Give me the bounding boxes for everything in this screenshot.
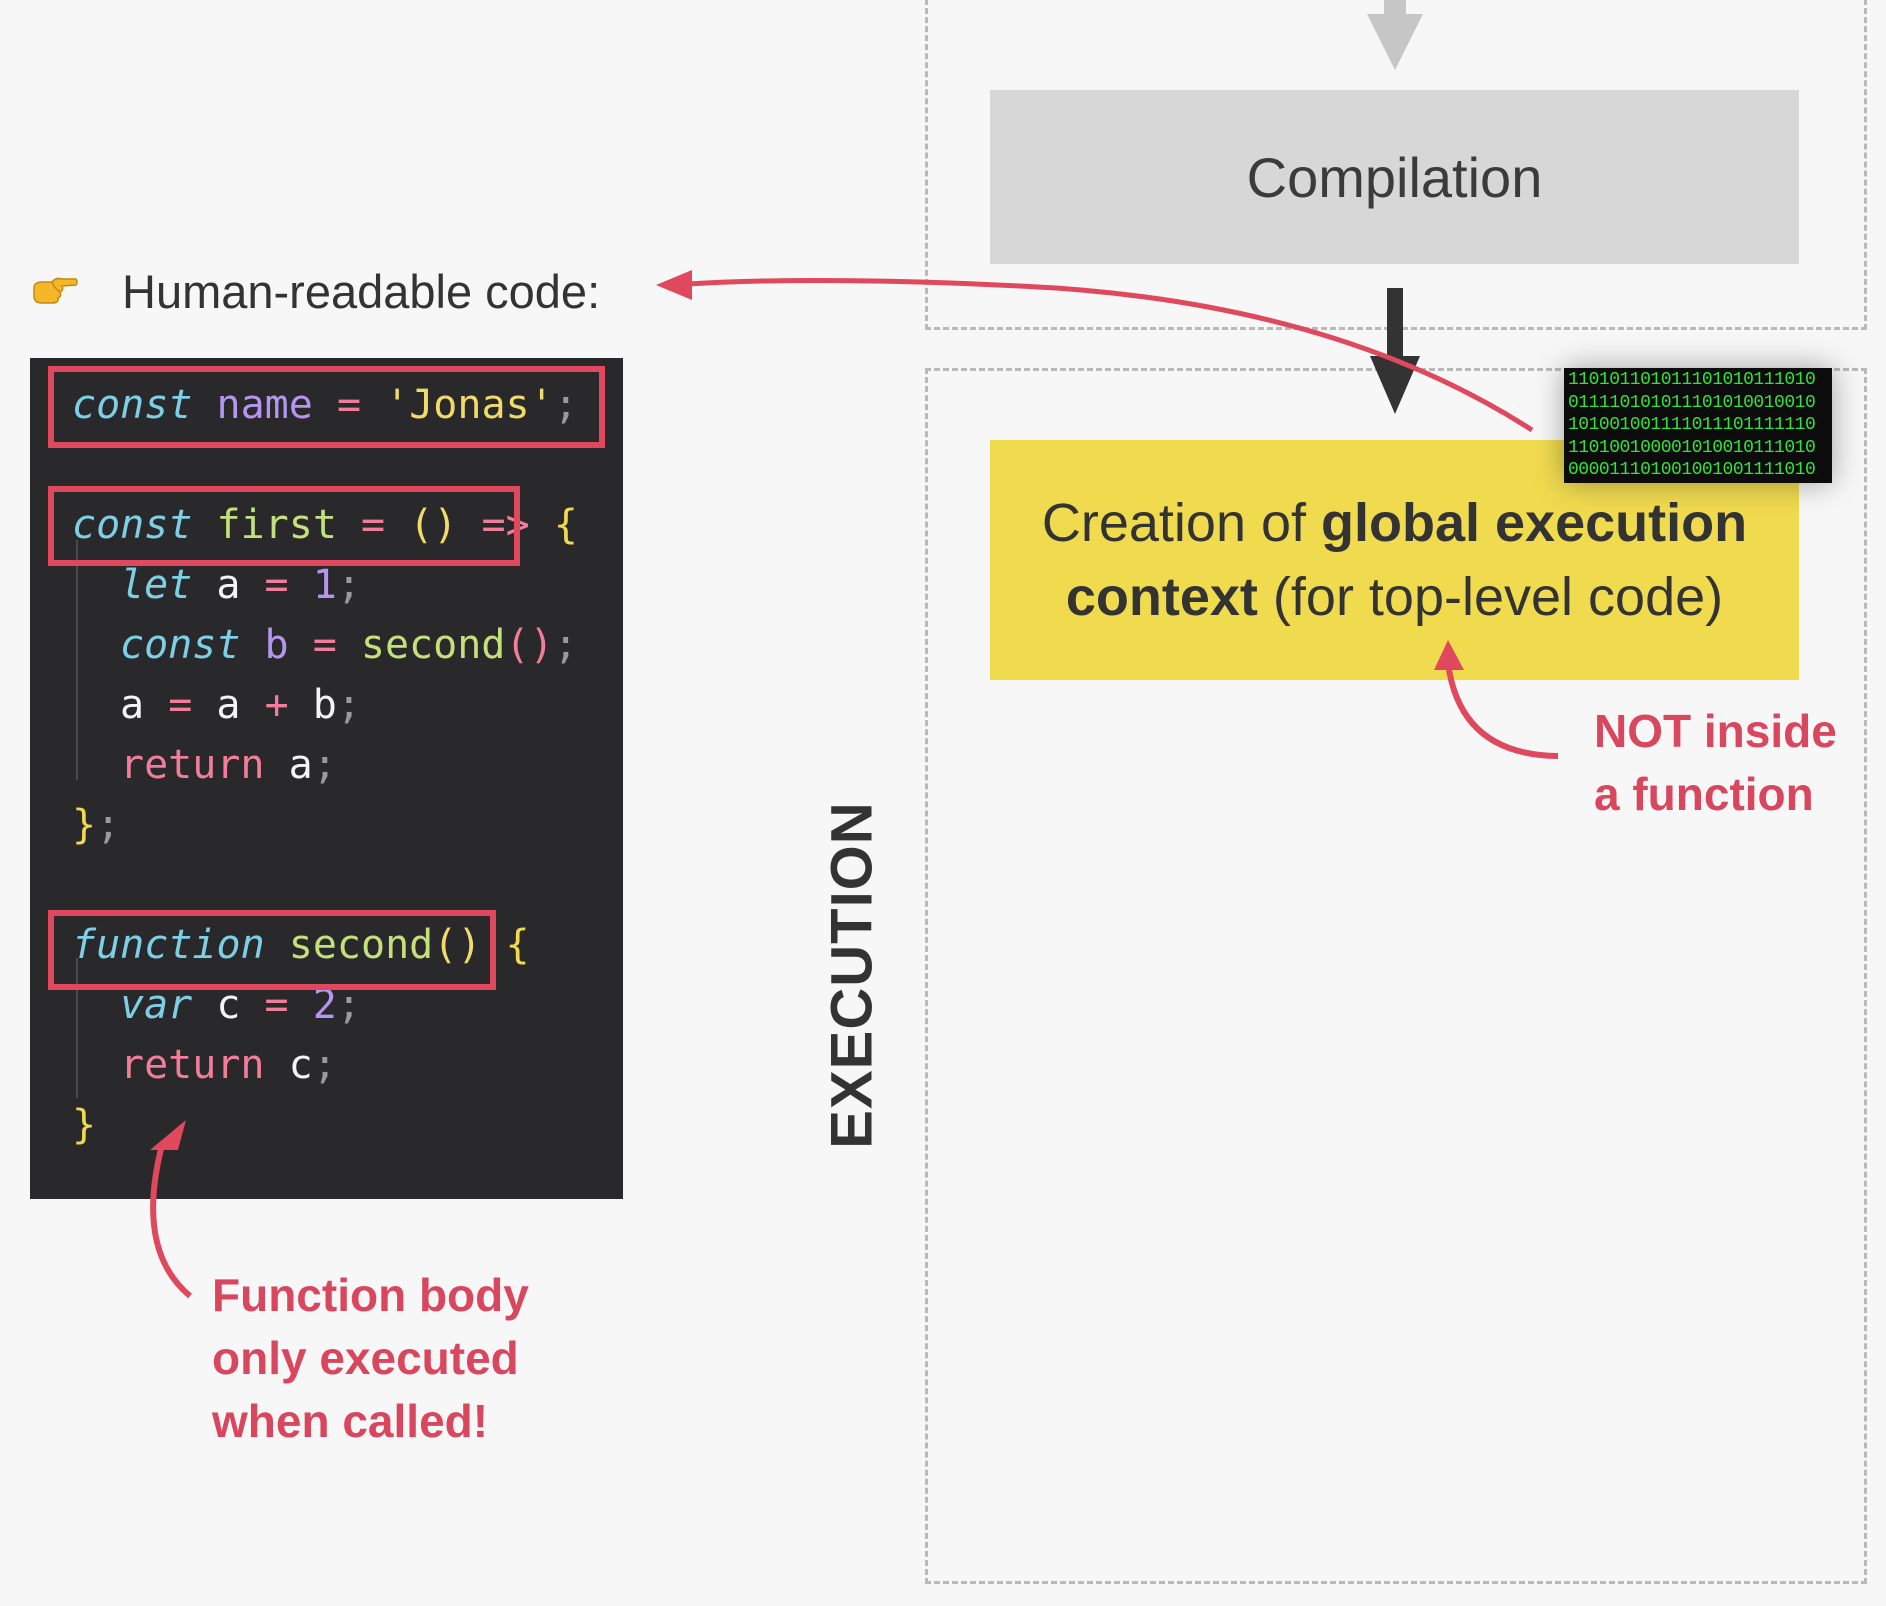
code-identifier: c <box>288 1042 313 1088</box>
code-keyword: const <box>72 382 193 428</box>
code-identifier: a <box>288 742 313 788</box>
code-line-2: const first = () => { <box>72 502 578 548</box>
code-line-5: a = a + b; <box>120 682 361 728</box>
code-line-10: return c; <box>120 1042 337 1088</box>
code-number: 1 <box>312 562 337 608</box>
gec-text-bold-2: context <box>1065 567 1258 627</box>
code-brace: { <box>505 922 530 968</box>
code-line-8: function second() { <box>72 922 530 968</box>
code-return: return <box>120 742 265 788</box>
code-line-3: let a = 1; <box>120 562 361 608</box>
binary-row: 110101101011101010111010 <box>1568 370 1816 390</box>
code-operator: = <box>312 622 337 668</box>
code-line-1: const name = 'Jonas'; <box>72 382 578 428</box>
code-line-9: var c = 2; <box>120 982 361 1028</box>
code-identifier: second <box>288 922 434 968</box>
code-line-7: }; <box>72 802 120 848</box>
code-identifier: b <box>312 682 337 728</box>
code-brace: } <box>72 802 97 848</box>
gec-text-post: (for top-level code) <box>1257 567 1724 627</box>
machine-code-block: 110101101011101010111010 011110101011101… <box>1564 368 1832 483</box>
code-parens: () <box>433 922 482 968</box>
code-operator: = <box>264 562 289 608</box>
code-line-6: return a; <box>120 742 337 788</box>
code-parens: () <box>505 622 554 668</box>
compilation-label: Compilation <box>1246 145 1543 209</box>
code-call: second <box>360 622 506 668</box>
compilation-box: Compilation <box>990 90 1799 264</box>
gec-line-1: Creation of global execution <box>1042 486 1747 560</box>
code-punct: ; <box>312 1042 337 1088</box>
code-punct: ; <box>553 382 578 428</box>
code-identifier: a <box>216 682 241 728</box>
code-punct: ; <box>336 562 361 608</box>
note-line: NOT inside <box>1594 705 1837 757</box>
indent-guide <box>76 958 78 1098</box>
gray-down-arrow <box>1367 0 1423 70</box>
code-identifier: name <box>216 382 313 428</box>
code-keyword: const <box>120 622 241 668</box>
global-execution-context-box: Creation of global execution context (fo… <box>990 440 1799 680</box>
code-arrow: => <box>481 502 530 548</box>
highlight-function-second <box>48 910 496 990</box>
code-brace: } <box>72 1102 97 1148</box>
code-punct: ; <box>96 802 121 848</box>
highlight-const-name <box>48 366 605 448</box>
code-identifier: a <box>216 562 241 608</box>
code-punct: ; <box>336 682 361 728</box>
code-string: 'Jonas' <box>385 382 554 428</box>
note-line: a function <box>1594 768 1814 820</box>
binary-row: 101001001111011101111110 <box>1568 415 1816 435</box>
code-operator: = <box>361 502 386 548</box>
code-line-11: } <box>72 1102 96 1148</box>
code-operator: = <box>336 382 362 428</box>
indent-guide <box>76 540 78 780</box>
note-line: only executed <box>212 1332 519 1384</box>
code-keyword: let <box>120 562 193 608</box>
code-parens: () <box>409 502 458 548</box>
red-arrow-to-brace <box>150 1120 192 1299</box>
black-down-arrow <box>1370 288 1420 414</box>
human-readable-code-label: Human-readable code: <box>122 265 601 318</box>
red-curved-arrow-to-code <box>656 270 1534 433</box>
gec-text-bold-1: global execution <box>1321 493 1748 553</box>
gec-text-pre: Creation of <box>1041 493 1322 553</box>
code-line-4: const b = second(); <box>120 622 578 668</box>
gec-line-2: context (for top-level code) <box>1066 560 1723 634</box>
code-identifier: first <box>216 502 337 548</box>
binary-row: 011110101011101010010010 <box>1568 392 1816 413</box>
highlight-const-first <box>48 486 520 566</box>
code-brace: { <box>553 502 578 548</box>
code-punct: ; <box>553 622 578 668</box>
code-panel: const name = 'Jonas'; const first = () =… <box>30 358 623 1199</box>
not-inside-function-note: NOT inside a function <box>1594 700 1837 826</box>
binary-row: 000011101001001001111010 <box>1568 460 1816 480</box>
red-arrow-to-gec <box>1434 640 1559 759</box>
pointing-hand-icon <box>33 277 78 304</box>
function-body-note: Function body only executed when called! <box>212 1264 529 1453</box>
code-identifier: a <box>120 682 145 728</box>
note-line: Function body <box>212 1269 529 1321</box>
code-identifier: b <box>264 622 289 668</box>
binary-row: 110100100001010010111010 <box>1568 437 1816 458</box>
code-keyword: function <box>72 922 265 968</box>
code-operator: = <box>168 682 193 728</box>
code-return: return <box>120 1042 265 1088</box>
note-line: when called! <box>212 1395 489 1447</box>
code-punct: ; <box>312 742 337 788</box>
code-keyword: const <box>72 502 193 548</box>
code-operator: + <box>264 682 289 728</box>
